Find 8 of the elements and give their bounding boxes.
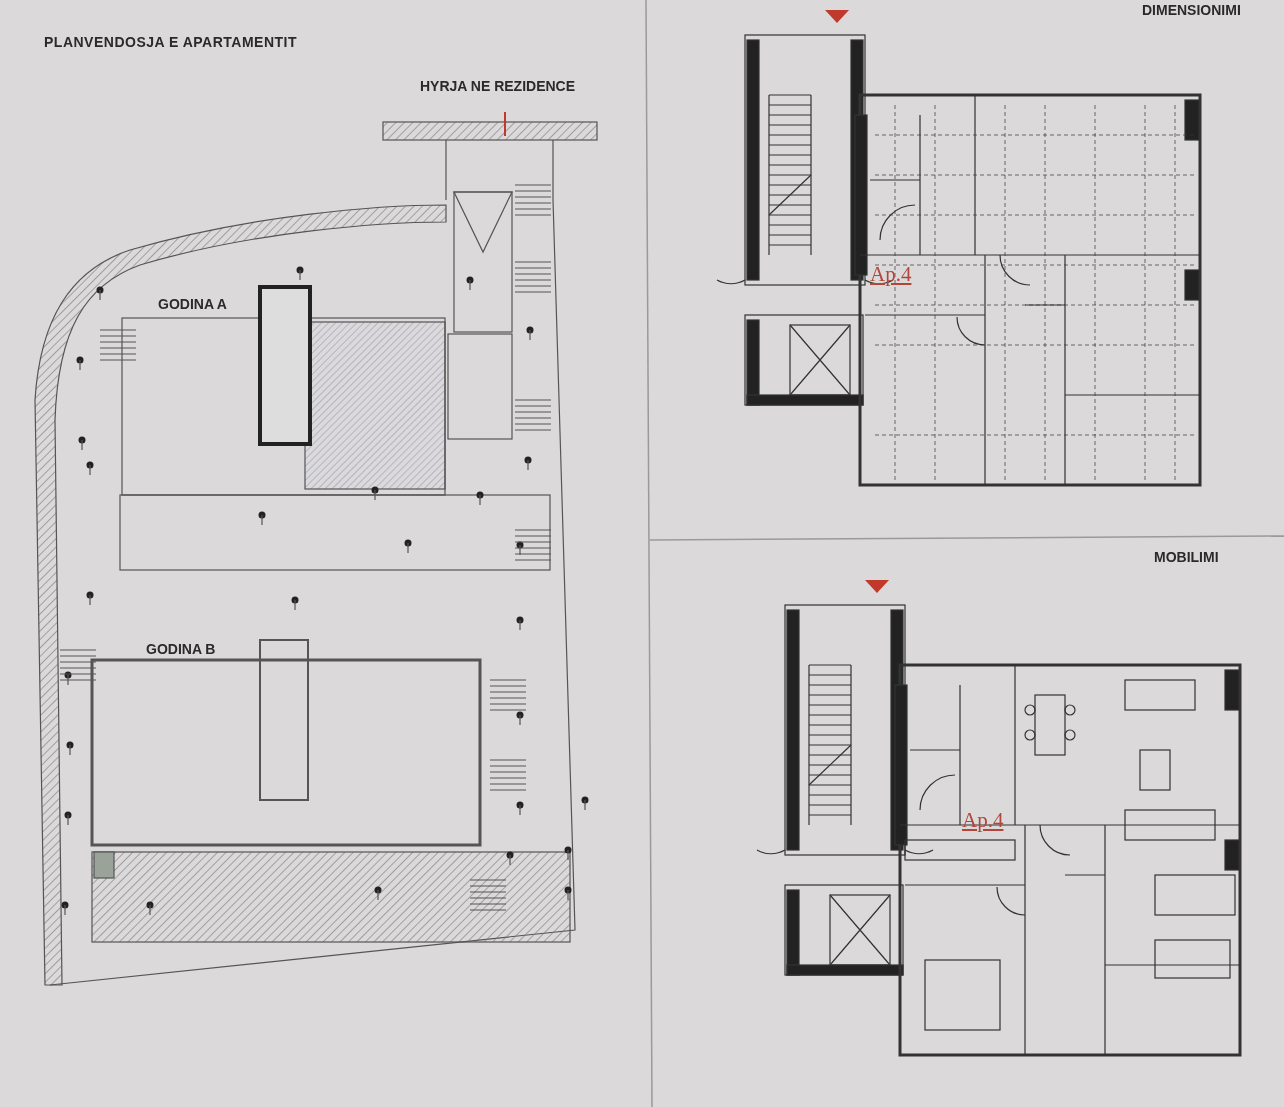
plan-label: DIMENSIONIMI [1142,2,1241,18]
apartment-label: Ap.4 [962,808,1004,833]
apartment-label: Ap.4 [870,262,912,287]
plan-label: GODINA B [146,641,216,657]
plan-label: MOBILIMI [1154,549,1219,565]
plan-label: HYRJA NE REZIDENCE [420,78,576,94]
plan-title: PLANVENDOSJA E APARTAMENTIT [44,34,298,50]
plan-label: GODINA A [158,296,227,312]
